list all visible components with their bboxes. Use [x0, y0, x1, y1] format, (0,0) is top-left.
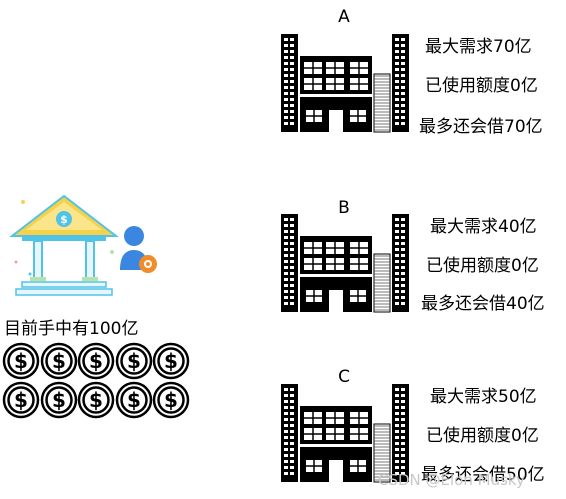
dollar-coin-icon: $ — [115, 381, 152, 419]
building-icon — [281, 34, 409, 133]
svg-text:$: $ — [164, 388, 178, 412]
borrower-b-max-need: 最大需求40亿 — [430, 217, 537, 237]
borrower-a-max-need: 最大需求70亿 — [425, 37, 532, 57]
svg-text:$: $ — [127, 388, 141, 412]
dollar-coin-icon: $ — [115, 342, 152, 380]
coin-grid: $ $ $ $ $ $ $ $ $ $ — [0, 340, 200, 420]
svg-text:$: $ — [52, 349, 66, 373]
svg-text:$: $ — [127, 349, 141, 373]
borrower-a-max-return: 最多还会借70亿 — [419, 117, 543, 137]
borrower-c-max-need: 最大需求50亿 — [430, 387, 537, 407]
borrower-b-max-return: 最多还会借40亿 — [421, 294, 545, 314]
borrower-c-max-return: 最多还会借50亿 — [421, 465, 545, 485]
bank-caption: 目前手中有100亿 — [4, 319, 139, 339]
dollar-coin-icon: $ — [77, 381, 115, 419]
dollar-coin-icon: $ — [40, 381, 77, 419]
svg-text:$: $ — [14, 349, 28, 373]
borrower-b-label: B — [338, 198, 350, 218]
svg-text:$: $ — [60, 213, 68, 226]
dollar-coin-icon: $ — [152, 342, 190, 380]
watermark: CSDN @Elon Musky — [378, 471, 525, 489]
dollar-coin-icon: $ — [2, 381, 40, 419]
dollar-coin-icon: $ — [77, 342, 115, 380]
dollar-coin-icon: $ — [40, 342, 77, 380]
borrower-c-used: 已使用额度0亿 — [426, 426, 539, 446]
borrower-a-label: A — [338, 7, 350, 27]
borrower-b-used: 已使用额度0亿 — [426, 256, 539, 276]
dollar-coin-icon: $ — [152, 381, 190, 419]
borrower-a-used: 已使用额度0亿 — [425, 76, 538, 96]
dollar-coin-icon: $ — [2, 342, 40, 380]
svg-text:$: $ — [164, 349, 178, 373]
bank-icon: $ — [9, 194, 119, 296]
building-icon — [281, 384, 409, 483]
building-icon — [281, 214, 409, 313]
svg-text:$: $ — [52, 388, 66, 412]
svg-text:$: $ — [89, 349, 103, 373]
svg-text:$: $ — [89, 388, 103, 412]
svg-text:$: $ — [14, 388, 28, 412]
borrower-c-label: C — [338, 367, 350, 387]
user-gear-icon — [120, 226, 157, 273]
